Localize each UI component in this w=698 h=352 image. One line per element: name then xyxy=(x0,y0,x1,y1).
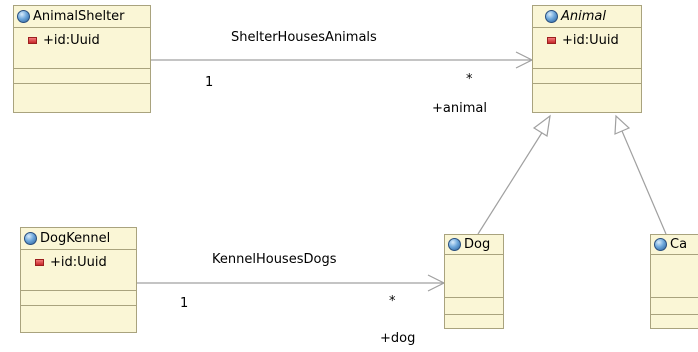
dog-generalization-line[interactable] xyxy=(477,130,544,235)
private-attribute-icon xyxy=(547,37,556,44)
target-role-dog: +dog xyxy=(380,331,416,346)
class-cat[interactable]: Ca xyxy=(650,234,698,329)
operations-compartment xyxy=(21,290,136,305)
association-name-kennel-dogs: KennelHousesDogs xyxy=(212,252,337,267)
private-attribute-icon xyxy=(35,259,44,266)
operations-compartment xyxy=(14,68,150,83)
extra-compartment xyxy=(445,314,503,329)
extra-compartment xyxy=(651,314,698,329)
class-icon xyxy=(654,238,667,251)
class-name[interactable]: Dog xyxy=(464,237,491,252)
operations-compartment xyxy=(533,68,641,83)
attributes-compartment xyxy=(445,255,503,297)
operations-compartment xyxy=(651,297,698,314)
operations-compartment xyxy=(445,297,503,314)
target-multiplicity-dog: * xyxy=(389,294,396,309)
class-name[interactable]: DogKennel xyxy=(40,231,111,246)
class-dog-kennel[interactable]: DogKennel +id:Uuid xyxy=(20,227,137,333)
target-multiplicity-animal: * xyxy=(466,72,473,87)
private-attribute-icon xyxy=(28,37,37,44)
class-name[interactable]: AnimalShelter xyxy=(33,9,125,24)
class-animal-shelter[interactable]: AnimalShelter +id:Uuid xyxy=(13,5,151,113)
attribute-row[interactable]: +id:Uuid xyxy=(533,28,641,68)
class-header: Ca xyxy=(651,235,698,255)
attributes-compartment xyxy=(651,255,698,297)
class-animal[interactable]: Animal +id:Uuid xyxy=(532,5,642,113)
class-header: DogKennel xyxy=(21,228,136,250)
source-multiplicity-shelter: 1 xyxy=(205,75,214,90)
cat-generalization-arrowhead xyxy=(614,114,631,135)
extra-compartment xyxy=(21,305,136,320)
attribute-row[interactable]: +id:Uuid xyxy=(14,28,150,68)
class-header: Animal xyxy=(533,6,641,28)
class-icon xyxy=(24,232,37,245)
attribute-text: +id:Uuid xyxy=(562,33,619,48)
attribute-text: +id:Uuid xyxy=(43,33,100,48)
attribute-text: +id:Uuid xyxy=(50,255,107,270)
class-dog[interactable]: Dog xyxy=(444,234,504,329)
class-header: AnimalShelter xyxy=(14,6,150,28)
dog-generalization-arrowhead xyxy=(532,114,551,137)
extra-compartment xyxy=(14,83,150,98)
class-icon xyxy=(17,10,30,23)
class-name[interactable]: Animal xyxy=(561,9,606,24)
class-icon xyxy=(545,10,558,23)
extra-compartment xyxy=(533,83,641,98)
source-multiplicity-kennel: 1 xyxy=(180,296,189,311)
association-name-shelter-animals: ShelterHousesAnimals xyxy=(231,30,377,45)
target-role-animal: +animal xyxy=(432,101,487,116)
attribute-row[interactable]: +id:Uuid xyxy=(21,250,136,290)
class-header: Dog xyxy=(445,235,503,255)
class-name[interactable]: Ca xyxy=(670,237,688,252)
class-icon xyxy=(448,238,461,251)
cat-generalization-line[interactable] xyxy=(621,130,667,235)
